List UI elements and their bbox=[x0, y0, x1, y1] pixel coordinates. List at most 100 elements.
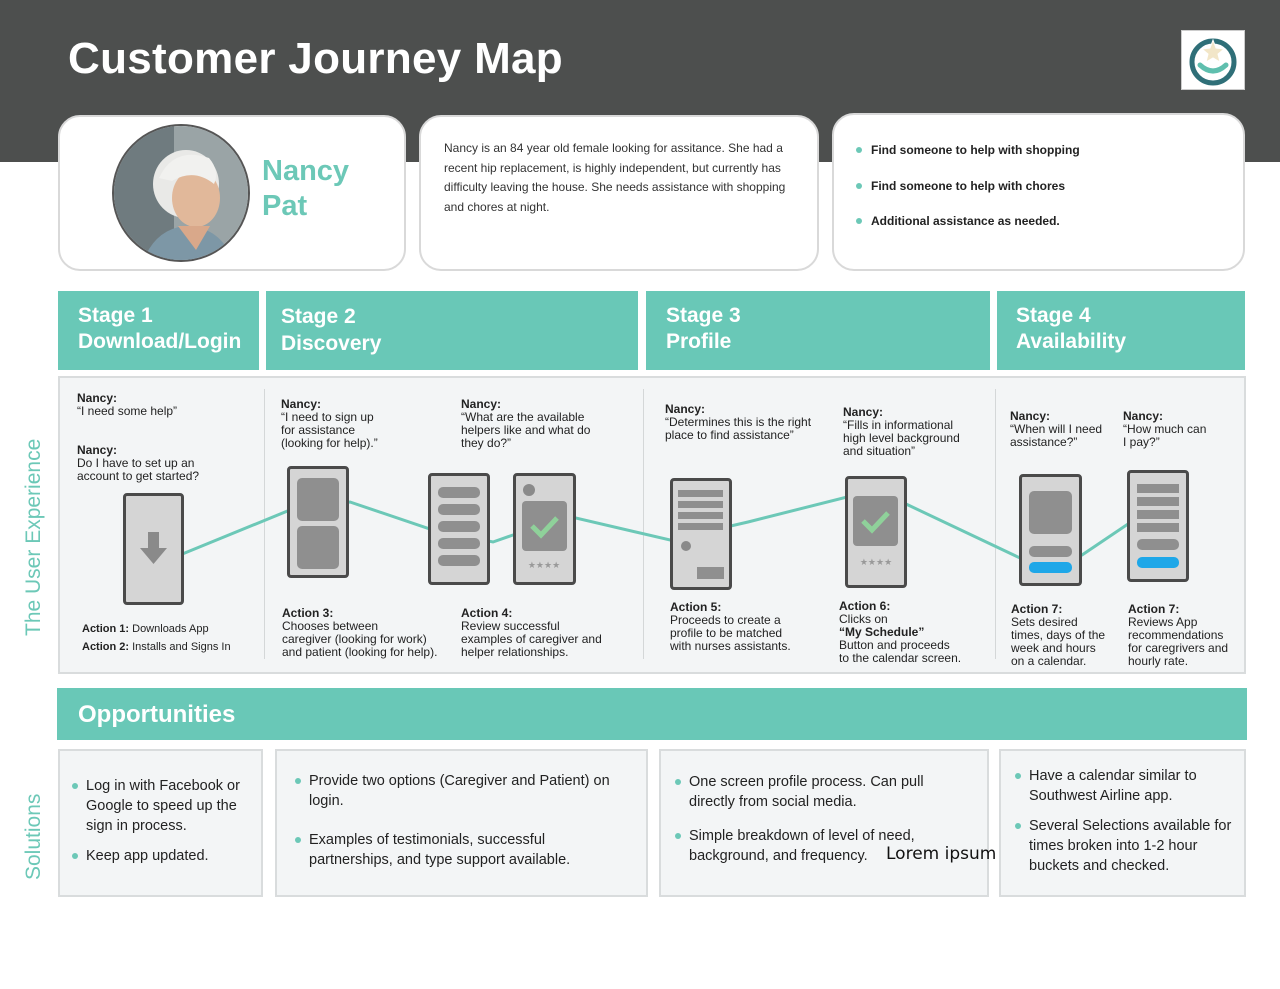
quote-text: (looking for help).” bbox=[281, 436, 378, 450]
list-row bbox=[1137, 523, 1179, 532]
solution-item: Provide two options (Caregiver and Patie… bbox=[295, 771, 629, 811]
list-row bbox=[438, 487, 480, 498]
opportunities-bar bbox=[57, 688, 1247, 740]
action-text: Review successful bbox=[461, 619, 560, 633]
review-screen: ★★★★ bbox=[522, 484, 567, 571]
action-label: Action 5: bbox=[670, 600, 722, 614]
action-7a: Action 7: Sets desired times, days of th… bbox=[1011, 603, 1105, 668]
quote-text: Do I have to set up an bbox=[77, 456, 195, 470]
phone-list bbox=[428, 473, 490, 585]
bullet-icon bbox=[675, 833, 681, 839]
action-text: Sets desired bbox=[1011, 615, 1078, 629]
quote-speaker: Nancy: bbox=[843, 405, 884, 419]
solution-item: Keep app updated. bbox=[72, 846, 258, 866]
quote-text: account to get started? bbox=[77, 469, 200, 483]
stage-name: Download/Login bbox=[78, 330, 242, 353]
stage-3-header: Stage 3 Profile bbox=[646, 291, 990, 370]
stage-2-header: Stage 2 Discovery bbox=[266, 291, 638, 370]
quote-speaker: Nancy: bbox=[461, 397, 502, 411]
schedule-screen: ★★★★ bbox=[853, 496, 898, 568]
bullet-icon bbox=[72, 783, 78, 789]
action-5: Action 5: Proceeds to create a profile t… bbox=[670, 601, 791, 653]
divider bbox=[264, 389, 265, 659]
solution-text: Log in with Facebook or Google to speed … bbox=[86, 778, 240, 834]
bio-card bbox=[419, 115, 819, 271]
action-text: recommendations bbox=[1128, 628, 1224, 642]
action-text: for caregrivers and bbox=[1128, 641, 1229, 655]
action-text: Chooses between bbox=[282, 619, 379, 633]
action-text: Installs and Signs In bbox=[132, 641, 231, 653]
solution-text: One screen profile process. Can pull dir… bbox=[689, 774, 924, 810]
action-label: Action 3: bbox=[282, 606, 334, 620]
action-text: Proceeds to create a bbox=[670, 613, 781, 627]
list-row bbox=[438, 555, 480, 566]
bullet-icon bbox=[72, 853, 78, 859]
quote-text: “Determines this is the right bbox=[665, 415, 812, 429]
phone-download bbox=[123, 493, 184, 605]
quote-6: Nancy: “Fills in informational high leve… bbox=[843, 406, 960, 458]
solution-item: Log in with Facebook or Google to speed … bbox=[72, 776, 258, 836]
solution-item: Simple breakdown of level of need, backg… bbox=[675, 826, 941, 866]
placeholder-text: Lorem ipsum bbox=[886, 844, 997, 864]
option-block bbox=[297, 478, 339, 521]
persona-bio: Nancy is an 84 year old female looking f… bbox=[444, 141, 786, 214]
action-7b: Action 7: Reviews App recommendations fo… bbox=[1128, 603, 1228, 668]
action-text: to the calendar screen. bbox=[839, 651, 962, 665]
action-text: Clicks on bbox=[839, 612, 888, 626]
quote-8: Nancy: “How much can I pay?” bbox=[1123, 410, 1206, 449]
calendar-block bbox=[1029, 491, 1072, 534]
solution-item: Several Selections available for times b… bbox=[1015, 816, 1234, 876]
download-arrow-icon bbox=[140, 532, 167, 564]
option-row bbox=[1029, 546, 1072, 557]
solution-text: Keep app updated. bbox=[86, 848, 209, 864]
action-6: Action 6: Clicks on “My Schedule” Button… bbox=[839, 600, 961, 665]
quote-text: place to find assistance” bbox=[665, 428, 794, 442]
stage-number: Stage 2 bbox=[281, 305, 356, 328]
star-rating-icon: ★★★★ bbox=[860, 558, 892, 568]
stage-name: Availability bbox=[1016, 330, 1127, 353]
action-text: Reviews App bbox=[1128, 615, 1198, 629]
list-row bbox=[1137, 484, 1179, 493]
profile-form-screen bbox=[678, 490, 724, 579]
quote-text: high level background bbox=[843, 431, 960, 445]
solution-box-3 bbox=[659, 749, 989, 897]
action-label: Action 7: bbox=[1128, 602, 1180, 616]
action-text: profile to be matched bbox=[670, 626, 783, 640]
quote-text: “How much can bbox=[1123, 422, 1207, 436]
solution-text: Several Selections available for times b… bbox=[1029, 818, 1232, 874]
stage-number: Stage 1 bbox=[78, 304, 153, 327]
action-label: Action 6: bbox=[839, 599, 891, 613]
confirm-button-shape bbox=[1137, 557, 1179, 568]
quote-7: Nancy: “When will I need assistance?” bbox=[1010, 410, 1102, 449]
goal-text: Additional assistance as needed. bbox=[871, 214, 1060, 228]
bullet-icon bbox=[295, 778, 301, 784]
persona-photo bbox=[114, 126, 248, 260]
solution-item: Examples of testimonials, successful par… bbox=[295, 830, 609, 870]
phone-choose-role bbox=[287, 466, 349, 578]
stage-4-header: Stage 4 Availability bbox=[997, 291, 1245, 370]
my-schedule-highlight: “My Schedule” bbox=[839, 625, 925, 639]
action-text: on a calendar. bbox=[1011, 654, 1087, 668]
action-3: Action 3: Chooses between caregiver (loo… bbox=[282, 607, 437, 659]
phone-profile bbox=[670, 478, 732, 590]
stage-1-header: Stage 1 Download/Login bbox=[58, 291, 259, 370]
goal-text: Find someone to help with chores bbox=[871, 179, 1066, 193]
action-label: Action 4: bbox=[461, 606, 513, 620]
stage-name: Profile bbox=[666, 330, 732, 353]
action-label: Action 2: bbox=[82, 641, 130, 653]
list-row bbox=[1137, 497, 1179, 506]
bullet-icon bbox=[856, 217, 862, 224]
quote-3: Nancy: “I need to sign up for assistance… bbox=[281, 398, 378, 450]
quote-speaker: Nancy: bbox=[665, 402, 706, 416]
quote-speaker: Nancy: bbox=[77, 391, 118, 405]
divider bbox=[995, 389, 996, 659]
solution-box-2 bbox=[275, 749, 648, 897]
solution-item: One screen profile process. Can pull dir… bbox=[675, 772, 965, 812]
solution-box-1 bbox=[58, 749, 263, 897]
solution-text: Examples of testimonials, successful par… bbox=[309, 832, 571, 868]
phone-rates bbox=[1127, 470, 1189, 582]
action-2: Action 2: Installs and Signs In bbox=[82, 641, 231, 654]
action-text: caregiver (looking for work) bbox=[282, 632, 427, 646]
opportunities-title: Opportunities bbox=[78, 701, 236, 728]
stage-name: Discovery bbox=[281, 332, 382, 355]
